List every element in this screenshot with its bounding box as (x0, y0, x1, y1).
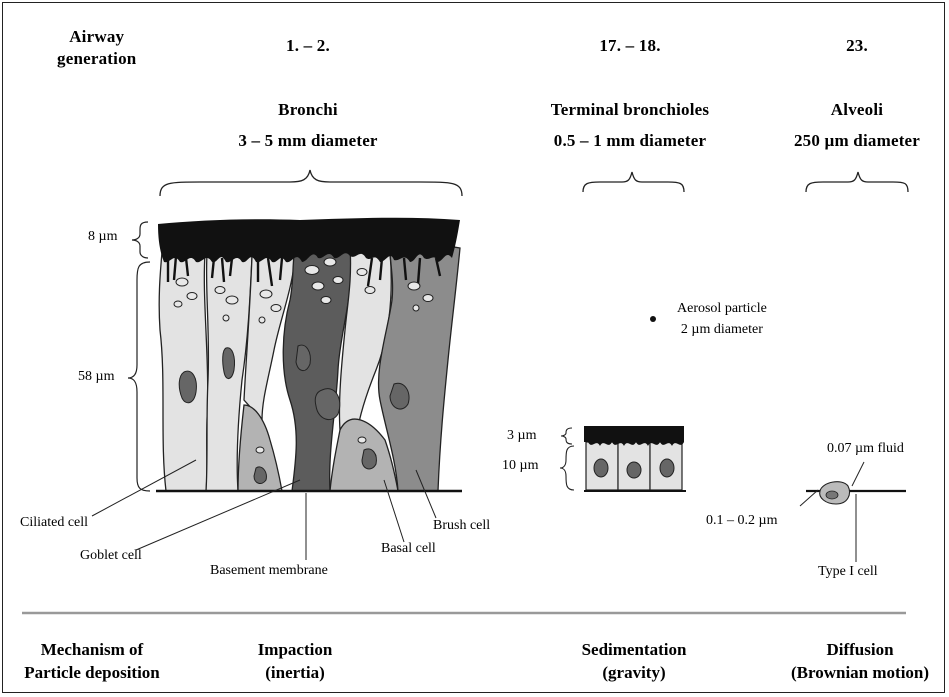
type1-cell-label: Type I cell (818, 564, 878, 580)
bronchi-cell-height: 58 µm (78, 369, 114, 385)
impaction-line1: Impaction (258, 638, 333, 661)
alveoli-wall (800, 462, 906, 562)
mechanism-impaction: Impaction (inertia) (258, 638, 333, 684)
cilia-height-brace (132, 222, 148, 258)
mechanism-title: Mechanism of Particle deposition (24, 638, 160, 684)
mechanism-title-line1: Mechanism of (24, 638, 160, 661)
cilia-layer (158, 218, 460, 263)
goblet-cell-label: Goblet cell (80, 548, 142, 564)
bronchi-cilia-height: 8 µm (88, 229, 117, 245)
aerosol-label-line1: Aerosol particle (677, 298, 767, 319)
basal-cell-label: Basal cell (381, 541, 436, 557)
mechanism-diffusion: Diffusion (Brownian motion) (791, 638, 929, 684)
sedimentation-line2: (gravity) (582, 661, 687, 684)
aerosol-label: Aerosol particle 2 µm diameter (677, 298, 767, 340)
basement-membrane-label: Basement membrane (210, 563, 328, 579)
bronchi-brace (160, 170, 462, 196)
brush-cell-label: Brush cell (433, 518, 490, 534)
aerosol-label-line2: 2 µm diameter (677, 319, 767, 340)
terminal-cell-brace (560, 446, 574, 490)
diffusion-line2: (Brownian motion) (791, 661, 929, 684)
sedimentation-line1: Sedimentation (582, 638, 687, 661)
alveoli-fluid-label: 0.07 µm fluid (827, 441, 904, 457)
leader-fluid (852, 462, 864, 486)
alveoli-thickness-label: 0.1 – 0.2 µm (706, 513, 777, 529)
terminal-cilia-brace (561, 428, 572, 444)
terminal-cilia (584, 426, 684, 446)
aerosol-particle (650, 316, 656, 322)
terminal-cilia-height: 3 µm (507, 428, 536, 444)
mechanism-title-line2: Particle deposition (24, 661, 160, 684)
terminal-brace (583, 172, 684, 192)
terminal-cell-height: 10 µm (502, 458, 538, 474)
bronchi-epithelium (158, 218, 460, 491)
leader-thickness (800, 490, 818, 506)
cell-height-brace (128, 262, 150, 491)
terminal-epithelium (560, 426, 686, 491)
diffusion-line1: Diffusion (791, 638, 929, 661)
alveoli-brace (806, 172, 908, 192)
ciliated-cell-1 (159, 251, 208, 491)
mechanism-sedimentation: Sedimentation (gravity) (582, 638, 687, 684)
ciliated-cell-label: Ciliated cell (20, 515, 88, 531)
impaction-line2: (inertia) (258, 661, 333, 684)
